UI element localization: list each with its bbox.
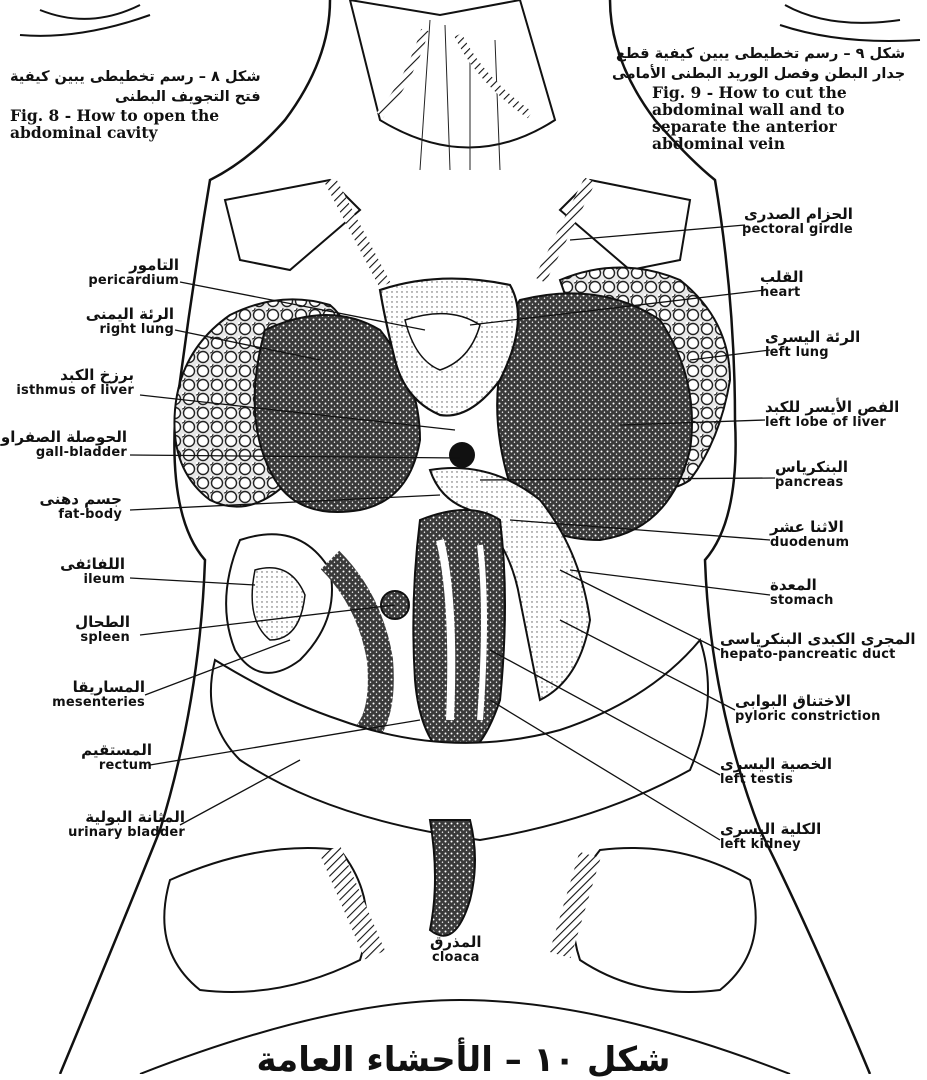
label-urinary-bladder: المثانة البولية urinary bladder xyxy=(68,810,185,839)
label-cloaca-arabic: المذرق xyxy=(430,935,482,951)
label-mesenteries: المساريقا mesenteries xyxy=(52,680,145,709)
caption-fig-8-arabic-line1: شكل ٨ – رسم تخطيطى يبين كيفية xyxy=(10,68,261,88)
label-ileum: اللفائفى ileum xyxy=(60,557,125,586)
label-rectum-arabic: المستقيم xyxy=(81,743,152,759)
label-hepato-pancreatic-duct-english: hepato-pancreatic duct xyxy=(720,648,915,662)
label-ileum-english: ileum xyxy=(60,573,125,587)
label-right-lung-arabic: الرئة اليمنى xyxy=(86,307,174,323)
label-pyloric-constriction-english: pyloric constriction xyxy=(735,710,881,724)
label-pectoral-girdle-arabic: الحزام الصدرى xyxy=(742,207,853,223)
testis-and-kidney-region xyxy=(413,510,505,760)
throat-skin xyxy=(350,0,555,148)
label-left-lobe-of-liver-english: left lobe of liver xyxy=(765,416,899,430)
caption-fig-9-english-line4: abdominal vein xyxy=(612,135,905,152)
label-stomach: المعدة stomach xyxy=(770,578,834,607)
label-left-lobe-of-liver-arabic: الفص الأيسر للكبد xyxy=(765,400,899,416)
label-fat-body-arabic: جسم دهنى xyxy=(40,492,122,508)
caption-fig-9-arabic-line2: جدار البطن وفصل الوريد البطنى الأمامى xyxy=(612,65,905,85)
left-forelimb-tip xyxy=(780,5,920,41)
label-cloaca-english: cloaca xyxy=(430,951,482,965)
label-spleen: الطحال spleen xyxy=(75,615,130,644)
label-stomach-english: stomach xyxy=(770,594,834,608)
label-heart-arabic: القلب xyxy=(760,270,804,286)
rectum-tube xyxy=(330,560,381,740)
label-ileum-arabic: اللفائفى xyxy=(60,557,125,573)
caption-fig-9-arabic-line1: شكل ٩ – رسم تخطيطى يبين كيفية قطع xyxy=(612,45,905,65)
label-stomach-arabic: المعدة xyxy=(770,578,834,594)
label-hepato-pancreatic-duct-arabic: المجرى الكبدى البنكرياسى xyxy=(720,632,915,648)
label-gall-bladder: الحوصلة الصفراوية gall-bladder xyxy=(0,430,127,459)
label-pectoral-girdle: الحزام الصدرى pectoral girdle xyxy=(742,207,853,236)
label-spleen-arabic: الطحال xyxy=(75,615,130,631)
label-pectoral-girdle-english: pectoral girdle xyxy=(742,223,853,237)
label-isthmus-of-liver: برزخ الكبد isthmus of liver xyxy=(16,368,134,397)
label-pericardium: التامور pericardium xyxy=(88,258,179,287)
label-left-testis: الخصية اليسرى left testis xyxy=(720,757,832,786)
label-rectum-english: rectum xyxy=(81,759,152,773)
label-spleen-english: spleen xyxy=(75,631,130,645)
label-left-kidney-arabic: الكلية اليسرى xyxy=(720,822,821,838)
label-isthmus-of-liver-english: isthmus of liver xyxy=(16,384,134,398)
label-gall-bladder-arabic: الحوصلة الصفراوية xyxy=(0,430,127,446)
label-duodenum-arabic: الاثنا عشر xyxy=(770,520,849,536)
label-pancreas: البنكرياس pancreas xyxy=(775,460,848,489)
caption-fig-8-arabic-line2: فتح التجويف البطنى xyxy=(10,88,261,108)
caption-fig-8: شكل ٨ – رسم تخطيطى يبين كيفية فتح التجوي… xyxy=(10,68,261,141)
label-heart: القلب heart xyxy=(760,270,804,299)
caption-fig-9-english-line1: Fig. 9 - How to cut the xyxy=(612,84,905,101)
label-mesenteries-arabic: المساريقا xyxy=(52,680,145,696)
label-left-lobe-of-liver: الفص الأيسر للكبد left lobe of liver xyxy=(765,400,899,429)
label-pancreas-arabic: البنكرياس xyxy=(775,460,848,476)
label-duodenum-english: duodenum xyxy=(770,536,849,550)
caption-fig-9-english-line2: abdominal wall and to xyxy=(612,101,905,118)
label-left-lung: الرئة اليسرى left lung xyxy=(765,330,860,359)
label-urinary-bladder-english: urinary bladder xyxy=(68,826,185,840)
label-hepato-pancreatic-duct: المجرى الكبدى البنكرياسى hepato-pancreat… xyxy=(720,632,915,661)
label-fat-body: جسم دهنى fat-body xyxy=(40,492,122,521)
label-mesenteries-english: mesenteries xyxy=(52,696,145,710)
caption-fig-8-english-line2: abdominal cavity xyxy=(10,124,261,141)
label-gall-bladder-english: gall-bladder xyxy=(0,446,127,460)
label-duodenum: الاثنا عشر duodenum xyxy=(770,520,849,549)
caption-fig-8-english-line1: Fig. 8 - How to open the xyxy=(10,107,261,124)
label-left-testis-english: left testis xyxy=(720,773,832,787)
label-left-testis-arabic: الخصية اليسرى xyxy=(720,757,832,773)
label-pericardium-english: pericardium xyxy=(88,274,179,288)
left-thigh-muscle xyxy=(573,848,755,992)
label-isthmus-of-liver-arabic: برزخ الكبد xyxy=(16,368,134,384)
label-left-kidney: الكلية اليسرى left kidney xyxy=(720,822,821,851)
label-left-lung-english: left lung xyxy=(765,346,860,360)
label-heart-english: heart xyxy=(760,286,804,300)
gall-bladder-mark xyxy=(449,442,475,468)
label-right-lung-english: right lung xyxy=(86,323,174,337)
right-forelimb-tip xyxy=(20,5,150,36)
label-left-kidney-english: left kidney xyxy=(720,838,821,852)
label-pericardium-arabic: التامور xyxy=(88,258,179,274)
label-pyloric-constriction-arabic: الاختناق البوابى xyxy=(735,694,881,710)
label-fat-body-english: fat-body xyxy=(40,508,122,522)
label-right-lung: الرئة اليمنى right lung xyxy=(86,307,174,336)
label-urinary-bladder-arabic: المثانة البولية xyxy=(68,810,185,826)
caption-fig-9-english-line3: separate the anterior xyxy=(612,118,905,135)
label-pancreas-english: pancreas xyxy=(775,476,848,490)
label-cloaca: المذرق cloaca xyxy=(430,935,482,964)
label-pyloric-constriction: الاختناق البوابى pyloric constriction xyxy=(735,694,881,723)
label-rectum: المستقيم rectum xyxy=(81,743,152,772)
caption-fig-9: شكل ٩ – رسم تخطيطى يبين كيفية قطع جدار ا… xyxy=(612,45,905,152)
figure-title: شكل ١٠ – الأحشاء العامة xyxy=(0,1040,927,1080)
cloaca-shape xyxy=(430,820,475,936)
label-left-lung-arabic: الرئة اليسرى xyxy=(765,330,860,346)
